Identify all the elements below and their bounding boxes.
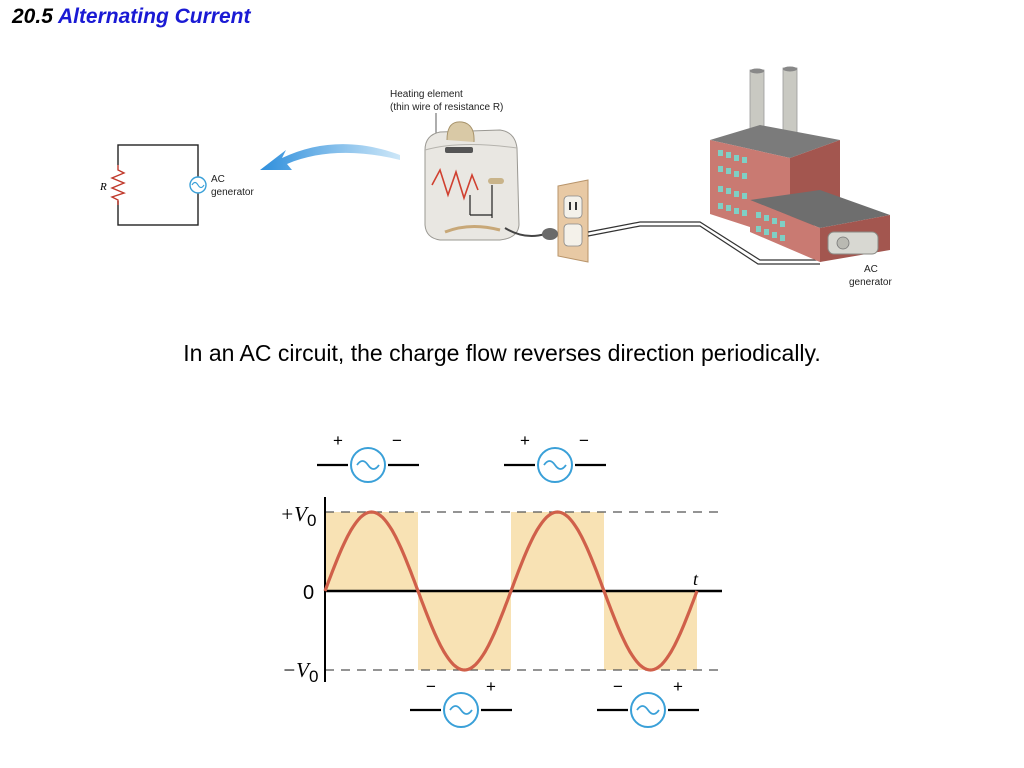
minus-sign: − <box>613 677 623 696</box>
ac-source-positive-2: + − <box>504 431 606 483</box>
plant-generator-label-2: generator <box>849 277 892 288</box>
section-number: 20.5 <box>12 5 53 28</box>
minus-sign: − <box>579 431 589 450</box>
toaster-image <box>424 121 520 241</box>
x-axis-label: t <box>693 569 699 589</box>
ac-source-positive-1: + − <box>317 431 419 483</box>
section-title: Alternating Current <box>57 5 251 28</box>
y-bottom-label: −V0 <box>282 658 318 686</box>
wall-outlet-image <box>542 179 589 263</box>
resistor-icon <box>110 165 126 205</box>
resistor-label: R <box>99 181 107 193</box>
plus-sign: + <box>673 677 683 696</box>
minus-sign: − <box>426 677 436 696</box>
caption-text: In an AC circuit, the charge flow revers… <box>183 340 821 366</box>
circuit-generator-label-1: AC <box>211 174 225 185</box>
sine-wave <box>323 510 699 672</box>
heating-label-2: (thin wire of resistance R) <box>390 102 503 113</box>
ac-source-negative-2: − + <box>597 677 699 728</box>
plus-sign: + <box>486 677 496 696</box>
circuit-diagram: R AC generator <box>99 144 254 226</box>
circuit-generator-label-2: generator <box>211 187 254 198</box>
plant-generator-label-1: AC <box>864 264 878 275</box>
ac-source-negative-1: − + <box>410 677 512 728</box>
arrow-icon <box>260 144 400 170</box>
heating-label-1: Heating element <box>390 89 463 100</box>
power-plant-image <box>710 66 890 262</box>
plus-sign: + <box>520 431 530 450</box>
minus-sign: − <box>392 431 402 450</box>
plus-sign: + <box>333 431 343 450</box>
y-top-label: +V0 <box>280 502 316 530</box>
slide-title: 20.5 Alternating Current <box>12 5 250 29</box>
y-zero-label: 0 <box>303 582 314 604</box>
